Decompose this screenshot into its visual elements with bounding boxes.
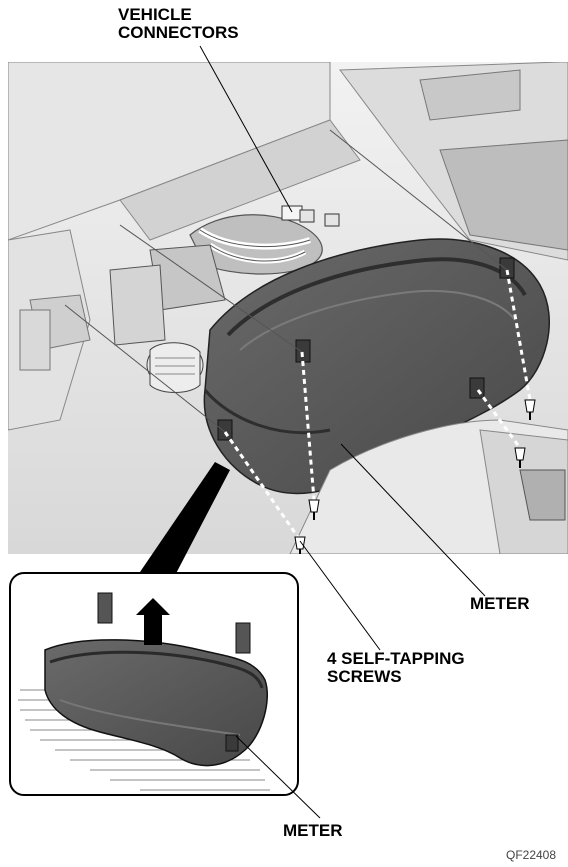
figure-code: QF22408: [506, 848, 557, 862]
leader-lines: [199, 45, 486, 819]
meter-label: METER: [470, 594, 530, 613]
meter-cluster: [203, 238, 551, 495]
screw: [308, 499, 320, 520]
screw: [514, 447, 526, 468]
inset-detail: [9, 572, 299, 796]
screws-label: 4 SELF-TAPPING SCREWS: [327, 649, 465, 686]
callout-arrow: [140, 462, 230, 585]
vehicle-connectors-label: VEHICLE CONNECTORS: [118, 5, 239, 42]
lift-arrow-icon: [136, 598, 170, 645]
screw: [294, 536, 306, 554]
dashboard-illustration: [8, 62, 568, 554]
screw: [524, 399, 536, 420]
meter-inset-label: METER: [283, 821, 343, 840]
